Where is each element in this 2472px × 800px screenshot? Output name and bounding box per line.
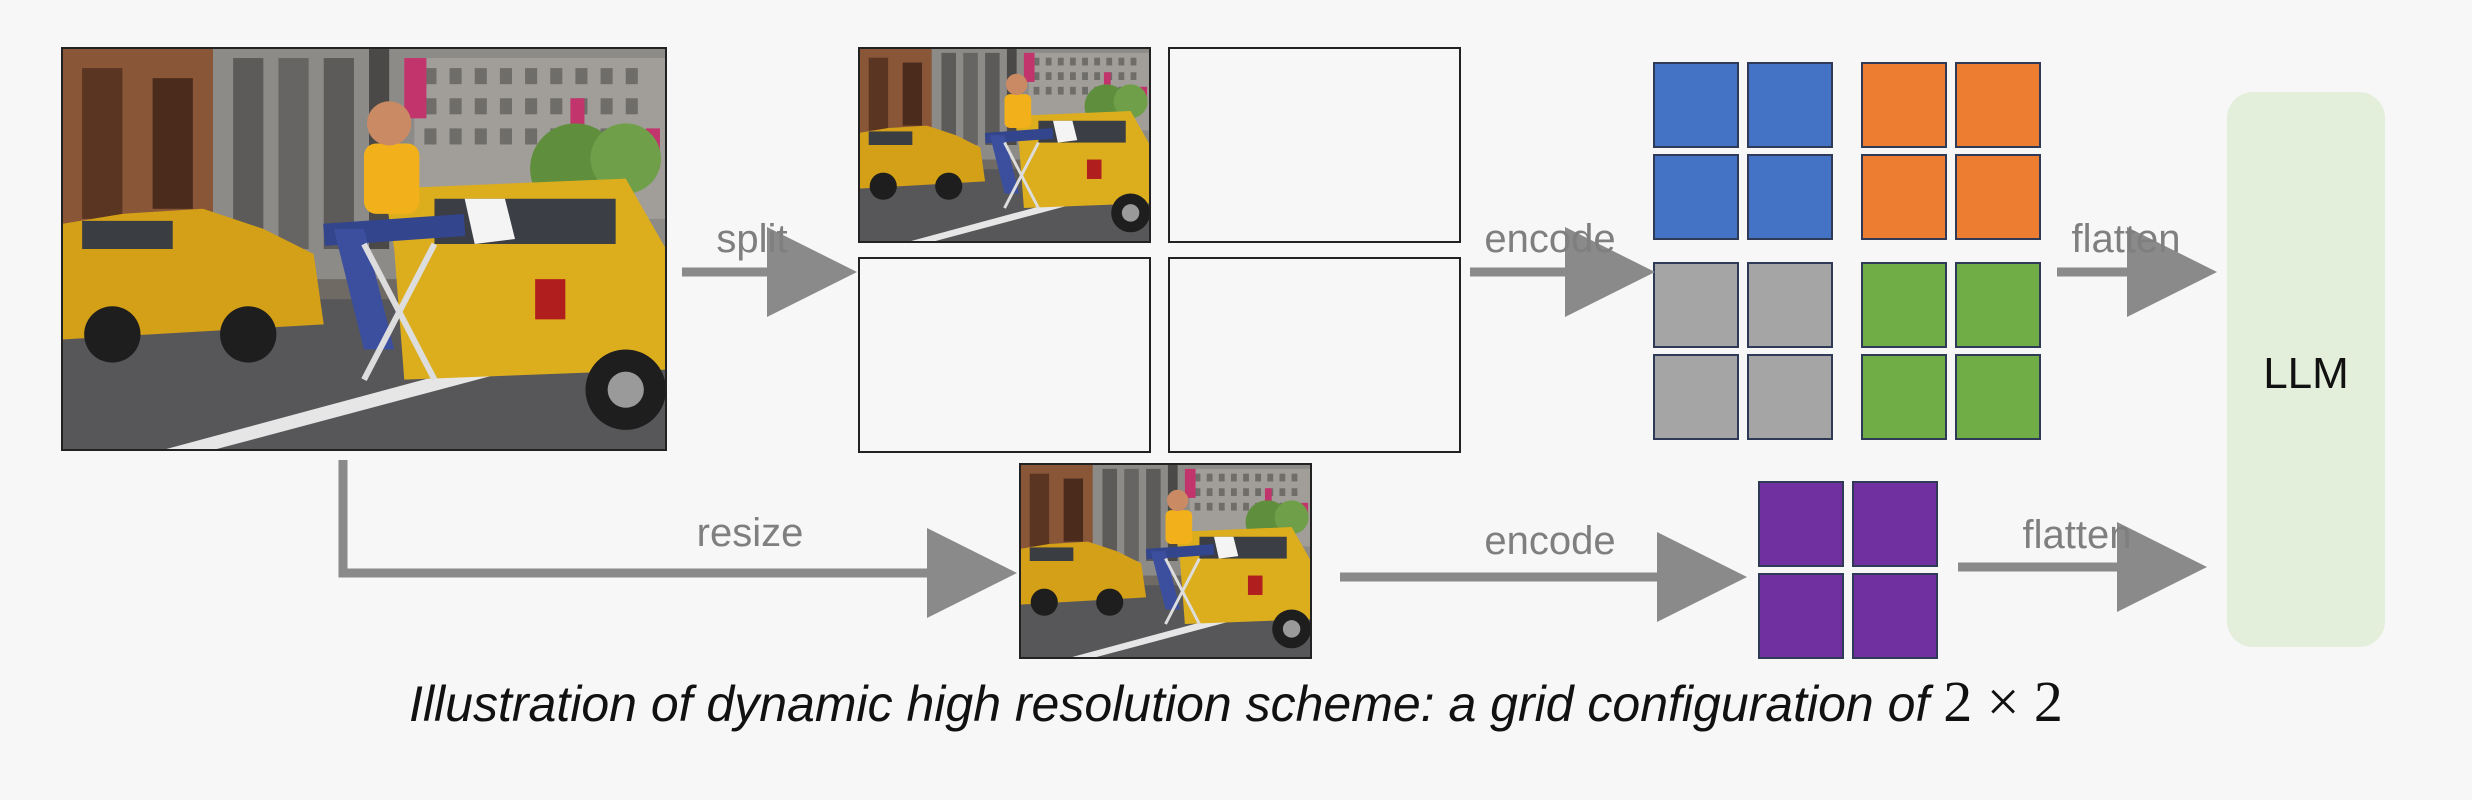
- resize-label: resize: [697, 511, 804, 555]
- token-tile: [1747, 354, 1833, 440]
- flatten-label-bottom: flatten: [2023, 513, 2132, 557]
- pipeline-diagram: LLM split encode flatten resize encode f…: [61, 47, 2385, 659]
- encode-label-bottom: encode: [1484, 519, 1615, 563]
- token-tile: [1852, 573, 1938, 659]
- token-tile: [1758, 573, 1844, 659]
- token-tile: [1955, 62, 2041, 148]
- caption-math: 2 × 2: [1943, 669, 2063, 734]
- token-tile: [1852, 481, 1938, 567]
- llm-box: [2227, 92, 2385, 647]
- split-tile-bottom-right: [1168, 257, 1461, 453]
- resize-arrow: [338, 460, 1017, 618]
- caption-text: Illustration of dynamic high resolution …: [409, 676, 1930, 732]
- original-image: [61, 47, 667, 451]
- token-grid-green: [1861, 262, 2041, 440]
- token-tile: [1861, 354, 1947, 440]
- llm-label: LLM: [2263, 349, 2349, 398]
- token-tile: [1955, 154, 2041, 240]
- token-tile: [1861, 154, 1947, 240]
- split-tile-top-right: [1168, 47, 1461, 243]
- token-tile: [1861, 62, 1947, 148]
- token-tile: [1747, 62, 1833, 148]
- figure-caption: Illustration of dynamic high resolution …: [0, 668, 2472, 735]
- token-tile: [1747, 262, 1833, 348]
- token-tile: [1653, 154, 1739, 240]
- token-tile: [1955, 354, 2041, 440]
- split-tile-bottom-left: [858, 257, 1151, 453]
- token-grid-gray: [1653, 262, 1833, 440]
- resized-image: [1019, 463, 1312, 659]
- encode-label-top: encode: [1484, 217, 1615, 261]
- flatten-label-top: flatten: [2072, 217, 2181, 261]
- token-grid-blue: [1653, 62, 1833, 240]
- token-tile: [1653, 262, 1739, 348]
- token-grid-purple: [1758, 481, 1938, 659]
- token-tile: [1955, 262, 2041, 348]
- split-tile-top-left: [858, 47, 1151, 243]
- token-tile: [1861, 262, 1947, 348]
- split-label: split: [716, 217, 787, 261]
- token-tile: [1653, 62, 1739, 148]
- token-tile: [1747, 154, 1833, 240]
- token-tile: [1758, 481, 1844, 567]
- token-grid-orange: [1861, 62, 2041, 240]
- token-tile: [1653, 354, 1739, 440]
